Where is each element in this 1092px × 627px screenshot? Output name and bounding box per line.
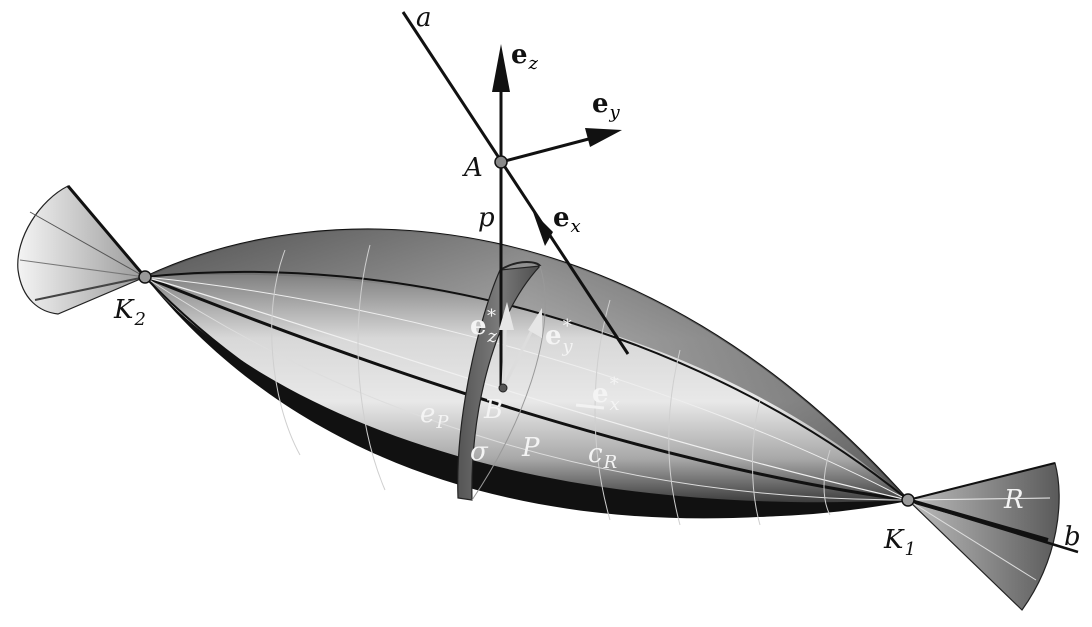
point-B <box>498 383 508 393</box>
label-ey-star: ey* <box>545 316 574 357</box>
ez-star-arrow <box>499 302 514 389</box>
right-cone <box>906 462 1060 611</box>
axis-b-line <box>907 498 1079 554</box>
label-ex: ex <box>553 203 581 237</box>
point-A <box>494 155 508 169</box>
label-ez: ez <box>511 40 539 74</box>
label-ex-star: ex* <box>592 374 620 415</box>
label-R: R <box>1003 485 1024 515</box>
ex-arrow <box>533 212 553 246</box>
label-sigma: σ <box>470 437 489 467</box>
label-ez-star: ez* <box>470 306 498 347</box>
axis-a-line <box>401 11 630 355</box>
label-K2: K2 <box>113 295 146 330</box>
label-a: a <box>416 3 432 33</box>
cross-section-band <box>457 261 546 501</box>
point-K2 <box>138 270 152 284</box>
left-cone <box>17 185 147 315</box>
ey-arrow <box>500 128 622 164</box>
ez-arrow <box>492 44 510 162</box>
label-b: b <box>1064 522 1081 552</box>
label-cR: cR <box>588 439 617 473</box>
ex-star-arrow <box>575 403 605 410</box>
label-P: P <box>521 433 540 463</box>
ey-star-arrow <box>501 308 542 389</box>
label-eP: eP <box>420 399 449 433</box>
label-ey: ey <box>592 89 621 123</box>
label-B: B <box>483 395 503 425</box>
point-K1 <box>901 493 915 507</box>
label-K1: K1 <box>883 525 916 560</box>
label-p: p <box>478 203 495 233</box>
label-A: A <box>462 153 483 183</box>
